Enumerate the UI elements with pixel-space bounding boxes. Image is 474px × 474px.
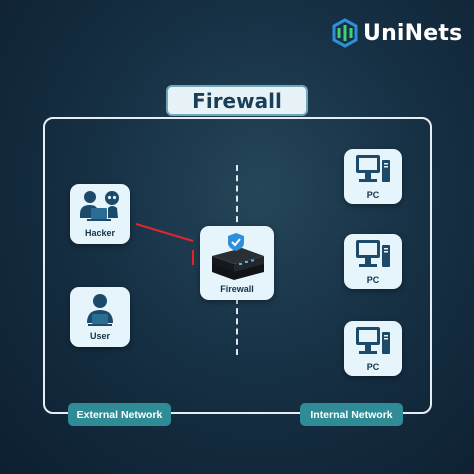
attack-line	[135, 223, 194, 242]
diagram-title: Firewall	[166, 85, 308, 116]
computer-icon	[356, 155, 390, 182]
firewall-node: Firewall	[200, 226, 274, 300]
pc-node-1: PC	[344, 149, 402, 204]
uninets-logo: UniNets	[330, 18, 462, 48]
user-label: User	[89, 331, 110, 341]
hacker-icon	[80, 191, 119, 221]
pc-node-2: PC	[344, 234, 402, 289]
network-frame	[43, 117, 432, 414]
external-network-label: External Network	[68, 403, 171, 426]
brand-name: UniNets	[363, 20, 463, 46]
pc-label-1: PC	[366, 190, 380, 200]
hacker-node: Hacker	[70, 184, 130, 244]
computer-icon	[356, 240, 390, 267]
pc-node-3: PC	[344, 321, 402, 376]
internal-network-label: Internal Network	[300, 403, 403, 426]
firewall-icon	[212, 233, 264, 280]
firewall-label: Firewall	[220, 284, 254, 294]
user-icon	[87, 294, 113, 326]
hacker-label: Hacker	[84, 228, 116, 238]
uninets-logo-icon	[332, 18, 358, 48]
pc-label-3: PC	[366, 362, 380, 372]
computer-icon	[356, 327, 390, 354]
pc-label-2: PC	[366, 275, 380, 285]
user-node: User	[70, 287, 130, 347]
